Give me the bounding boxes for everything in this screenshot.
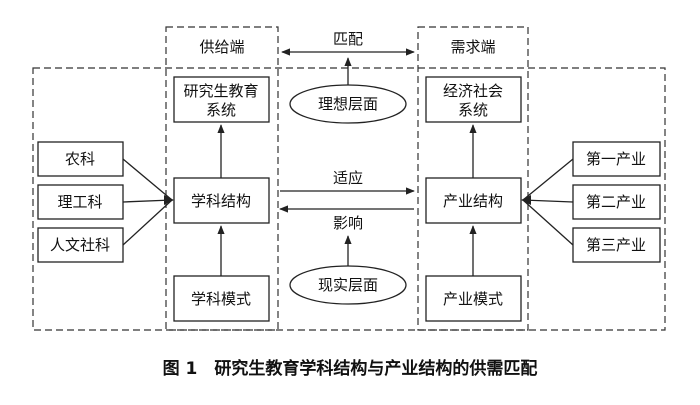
discipline-mode-label: 学科模式: [191, 290, 251, 308]
industry-structure-box: [425, 177, 522, 224]
industry-structure-label: 产业结构: [443, 192, 503, 210]
industry-label-secondary: 第二产业: [586, 193, 646, 211]
demand-dashed-column: [417, 26, 529, 331]
real-level-ellipse: [289, 265, 407, 305]
grad-edu-line1: 研究生教育: [183, 82, 258, 100]
supply-dashed-column: [165, 26, 279, 331]
secondary-to-structure-line: [522, 199, 574, 203]
industry-label-primary: 第一产业: [586, 150, 646, 168]
discipline-box-sci-eng: [37, 184, 124, 220]
grad-edu-system-box: [173, 76, 270, 123]
scieng-to-structure-line: [122, 199, 173, 203]
ideal-level-ellipse: [289, 84, 407, 124]
industry-box-primary: [572, 141, 661, 177]
grad-edu-line2: 系统: [206, 101, 236, 119]
figure-caption: 图 1 研究生教育学科结构与产业结构的供需匹配: [163, 358, 538, 379]
discipline-label-sci-eng: 理工科: [57, 193, 102, 211]
adapt-label: 适应: [333, 169, 363, 187]
econ-society-line2: 系统: [458, 101, 488, 119]
econ-society-system-box: [425, 76, 522, 123]
industry-label-tertiary: 第三产业: [586, 236, 646, 254]
primary-to-structure-line: [522, 158, 574, 201]
industry-box-secondary: [572, 184, 661, 220]
discipline-converge-arrowhead: [164, 195, 174, 205]
tertiary-to-structure-line: [522, 199, 574, 246]
match-label: 匹配: [333, 30, 363, 48]
outer-dashed-frame: [32, 67, 666, 331]
discipline-box-humanities: [37, 227, 124, 263]
discipline-structure-box: [173, 177, 270, 224]
discipline-structure-label: 学科结构: [191, 192, 251, 210]
industry-converge-arrowhead: [521, 195, 531, 205]
industry-mode-label: 产业模式: [443, 290, 503, 308]
real-level-label: 现实层面: [318, 276, 378, 294]
ideal-level-label: 理想层面: [318, 95, 378, 113]
agri-to-structure-line: [122, 158, 173, 201]
econ-society-line1: 经济社会: [443, 82, 503, 100]
supply-header: 供给端: [199, 38, 244, 56]
discipline-label-agri: 农科: [65, 150, 95, 168]
demand-header: 需求端: [450, 38, 495, 56]
humanities-to-structure-line: [122, 199, 173, 246]
influence-label: 影响: [333, 214, 363, 232]
discipline-label-humanities: 人文社科: [50, 236, 110, 254]
